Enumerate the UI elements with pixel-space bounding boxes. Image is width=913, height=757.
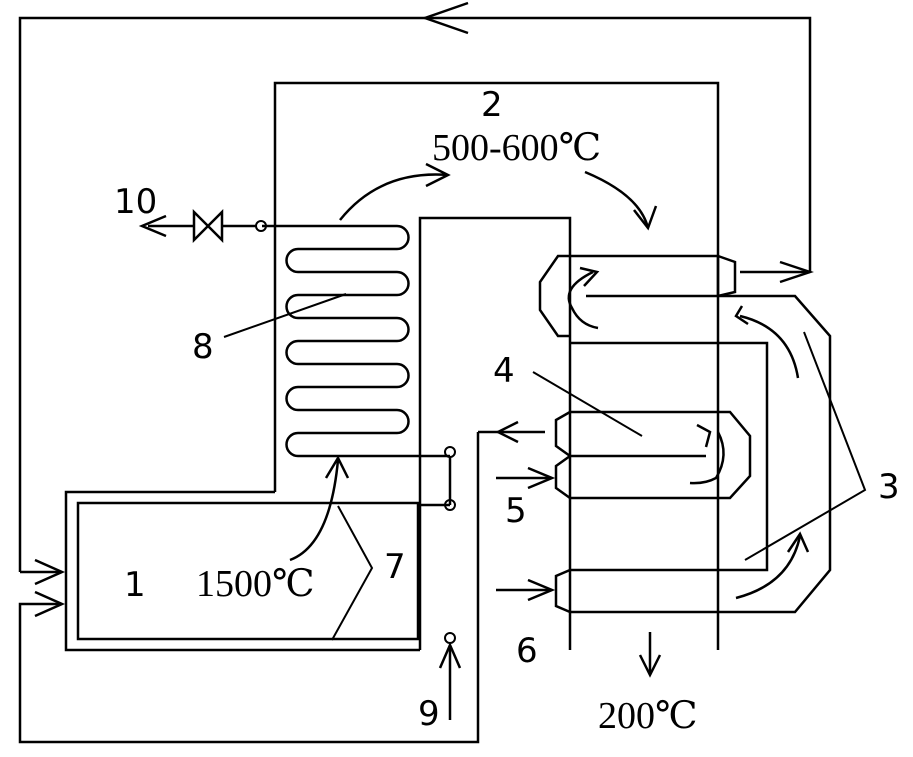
recirculation-loop-bottom xyxy=(18,420,545,744)
furnace-chamber xyxy=(64,490,420,652)
leader-lines xyxy=(223,293,867,641)
steam-outlet-valve xyxy=(138,208,267,244)
steam-coil xyxy=(262,224,456,511)
label-10: 10 xyxy=(114,182,157,222)
label-1: 1 xyxy=(124,565,146,605)
label-3: 3 xyxy=(878,467,900,507)
flow-arrows xyxy=(289,162,810,678)
label-5: 5 xyxy=(505,491,527,531)
temperature-furnace: 1500℃ xyxy=(196,563,315,605)
label-9: 9 xyxy=(418,694,440,734)
temperature-upper: 500-600℃ xyxy=(432,127,601,169)
regenerator-lower xyxy=(554,568,571,614)
air-inlets xyxy=(496,466,556,602)
label-6: 6 xyxy=(516,631,538,671)
fuel-inlet xyxy=(438,632,462,720)
temperature-exit: 200℃ xyxy=(598,695,698,737)
label-4: 4 xyxy=(493,351,515,391)
label-8: 8 xyxy=(192,327,214,367)
recirculation-loop-top xyxy=(18,1,814,586)
regenerator-middle xyxy=(554,410,752,500)
label-2: 2 xyxy=(481,85,503,125)
label-7: 7 xyxy=(384,547,406,587)
regenerator-upper xyxy=(538,254,832,614)
